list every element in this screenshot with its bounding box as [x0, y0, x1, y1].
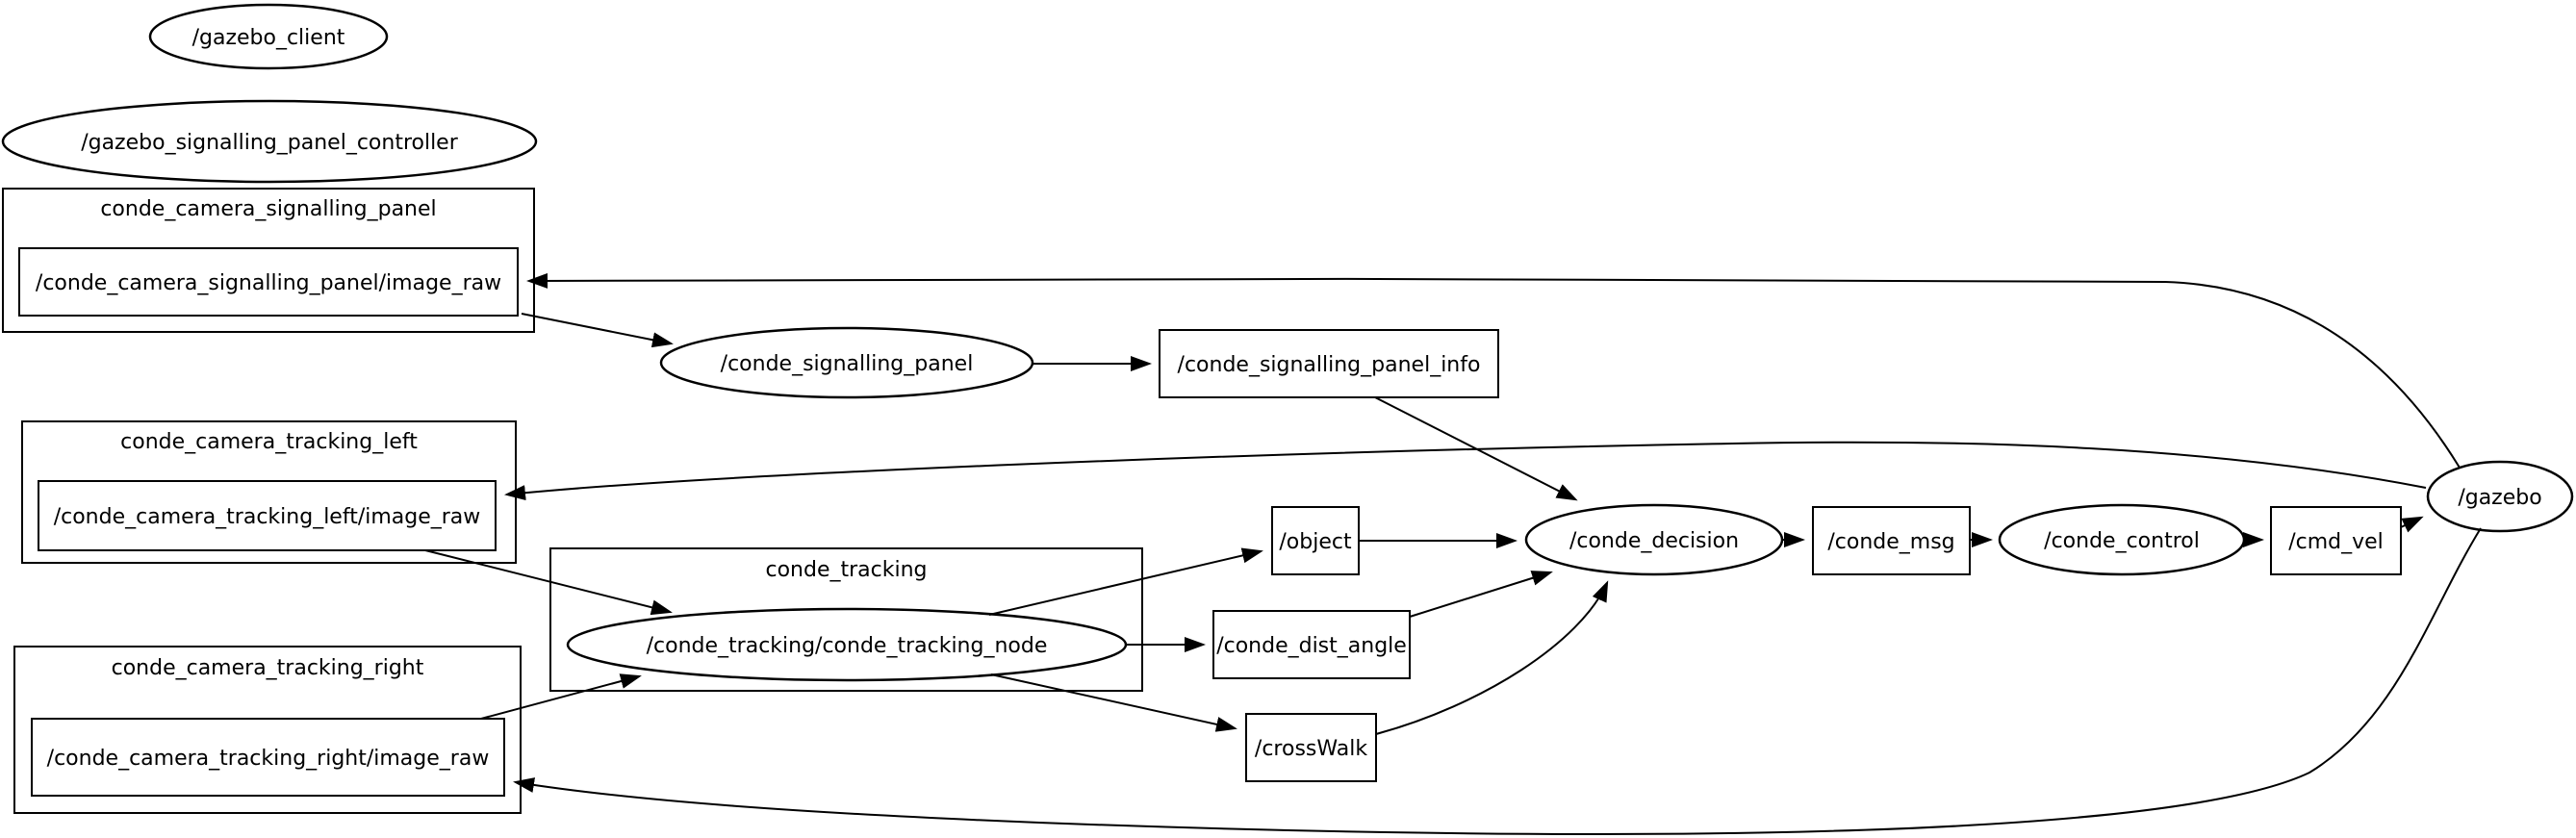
topic-conde-camera-signalling-panel-image-raw-outline — [18, 247, 519, 317]
node-topic-conde-msg: /conde_msg — [1812, 506, 1971, 575]
topic-conde-camera-tracking-left-image-raw-outline — [38, 480, 497, 551]
node-label: /conde_decision — [1569, 529, 1739, 553]
node-label: /conde_signalling_panel — [721, 352, 974, 376]
node-topic-object: /object — [1271, 506, 1360, 575]
node-label: conde_tracking — [765, 558, 927, 582]
edge-topic-cmd-vel-to-gazebo — [2400, 516, 2424, 533]
node-label: conde_camera_tracking_left — [120, 430, 418, 454]
node-label: /conde_msg — [1827, 530, 1954, 554]
node-conde-signalling-panel: /conde_signalling_panel — [659, 326, 1034, 399]
topic-conde-dist-angle-outline — [1212, 610, 1411, 679]
node-layer: /gazebo_client/gazebo_signalling_panel_c… — [1, 3, 2574, 814]
edge-topic-conde-dist-angle-to-conde-decision — [1409, 571, 1553, 618]
node-topic-conde-camera-tracking-right-image-raw: /conde_camera_tracking_right/image_raw — [31, 718, 505, 797]
topic-conde-msg-outline — [1812, 506, 1971, 575]
node-conde-control: /conde_control — [1998, 503, 2246, 576]
edge-topic-conde-camera-tracking-left-image-raw-to-conde-tracking-node — [424, 549, 673, 616]
node-label: conde_camera_signalling_panel — [100, 197, 436, 221]
node-topic-conde-camera-tracking-left-image-raw: /conde_camera_tracking_left/image_raw — [38, 480, 497, 551]
node-label: /conde_camera_signalling_panel/image_raw — [36, 271, 501, 295]
node-label: /conde_camera_tracking_left/image_raw — [54, 505, 481, 529]
node-label: /gazebo_client — [192, 26, 345, 50]
node-topic-conde-signalling-panel-info: /conde_signalling_panel_info — [1159, 329, 1499, 398]
edge-gazebo-to-topic-conde-camera-tracking-right-image-raw — [513, 527, 2482, 835]
topic-object-outline — [1271, 506, 1360, 575]
node-topic-cmd-vel: /cmd_vel — [2270, 506, 2402, 575]
node-gazebo-client: /gazebo_client — [148, 3, 389, 70]
edge-topic-conde-camera-tracking-right-image-raw-to-conde-tracking-node — [480, 673, 642, 720]
node-topic-conde-dist-angle: /conde_dist_angle — [1212, 610, 1411, 679]
node-label: /cmd_vel — [2288, 530, 2384, 554]
node-topic-crosswalk: /crossWalk — [1245, 713, 1377, 782]
node-label: /conde_signalling_panel_info — [1178, 353, 1481, 377]
node-gazebo-signalling-panel-controller: /gazebo_signalling_panel_controller — [1, 99, 538, 184]
node-label: conde_camera_tracking_right — [112, 656, 424, 680]
topic-crosswalk-outline — [1245, 713, 1377, 782]
topic-conde-camera-tracking-right-image-raw-outline — [31, 718, 505, 797]
node-label: /object — [1279, 530, 1352, 554]
edge-topic-conde-camera-signalling-panel-image-raw-to-conde-signalling-panel — [521, 313, 674, 348]
node-gazebo: /gazebo — [2426, 460, 2574, 533]
gazebo-outline — [2426, 460, 2574, 533]
node-label: /conde_control — [2044, 529, 2200, 553]
edge-gazebo-to-topic-conde-camera-tracking-left-image-raw — [504, 441, 2427, 501]
topic-cmd-vel-outline — [2270, 506, 2402, 575]
node-label: /gazebo_signalling_panel_controller — [81, 131, 459, 155]
edge-conde-tracking-node-to-topic-crosswalk — [990, 673, 1237, 732]
gazebo-client-outline — [148, 3, 389, 70]
node-label: /conde_dist_angle — [1216, 634, 1407, 658]
node-label: /conde_camera_tracking_right/image_raw — [47, 747, 490, 771]
gazebo-signalling-panel-controller-outline — [1, 99, 538, 184]
node-conde-tracking-node: /conde_tracking/conde_tracking_node — [566, 607, 1128, 682]
edge-topic-crosswalk-to-conde-decision — [1375, 580, 1609, 735]
node-label: /crossWalk — [1255, 737, 1367, 761]
node-conde-decision: /conde_decision — [1524, 503, 1784, 576]
edge-conde-tracking-node-to-topic-object — [988, 547, 1263, 616]
topic-conde-signalling-panel-info-outline — [1159, 329, 1499, 398]
node-label: /gazebo — [2458, 486, 2541, 510]
node-topic-conde-camera-signalling-panel-image-raw: /conde_camera_signalling_panel/image_raw — [18, 247, 519, 317]
node-label: /conde_tracking/conde_tracking_node — [647, 634, 1048, 658]
